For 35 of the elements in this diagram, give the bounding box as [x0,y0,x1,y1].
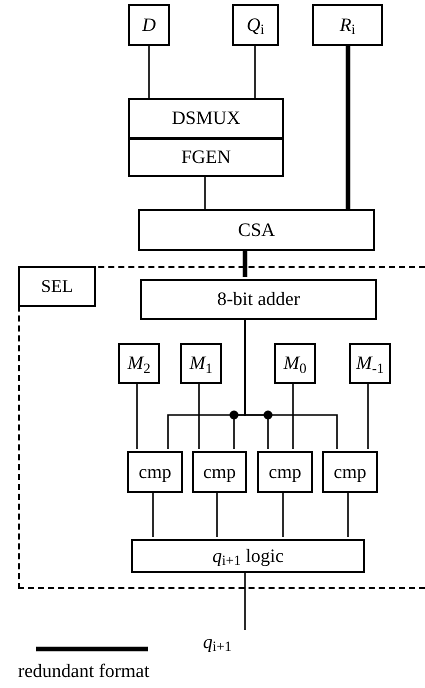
output-label: q$_{i+1}$ [203,630,243,654]
connector-line [282,491,284,537]
connector-line [347,491,349,537]
connector-line [244,318,338,449]
constant-box: M$_{-1}$ [349,343,391,384]
block-box: FGEN [128,138,284,177]
comparator-box: cmp [127,451,183,493]
connector-line [367,382,369,449]
dashed-region [18,266,425,589]
constant-box: M$_{2}$ [118,343,160,384]
constant-box: M$_{0}$ [274,343,316,384]
block-box: q$_{i+1}$ logic [131,539,365,573]
thick-connector-line [242,251,248,277]
connector-line [254,46,256,98]
comparator-box: cmp [192,451,247,493]
signal-box: D [128,4,170,46]
block-box: DSMUX [128,98,284,139]
connector-line [152,491,154,537]
thick-connector-line [346,46,350,209]
legend-text: redundant format [18,662,150,681]
block-box: CSA [138,209,375,251]
constant-box: M$_{1}$ [180,343,222,384]
signal-box: R$_{i}$ [312,4,383,46]
connector-line [204,177,206,209]
connector-line [244,571,246,630]
signal-box: Q$_{i}$ [232,4,279,46]
region-label-box: SEL [18,266,96,307]
connector-line [148,46,150,98]
connector-line [198,382,200,449]
connector-line [136,382,138,449]
block-box: 8-bit adder [140,279,377,320]
comparator-box: cmp [257,451,313,493]
connector-line [216,491,218,537]
comparator-box: cmp [322,451,378,493]
connector-line [292,382,294,449]
